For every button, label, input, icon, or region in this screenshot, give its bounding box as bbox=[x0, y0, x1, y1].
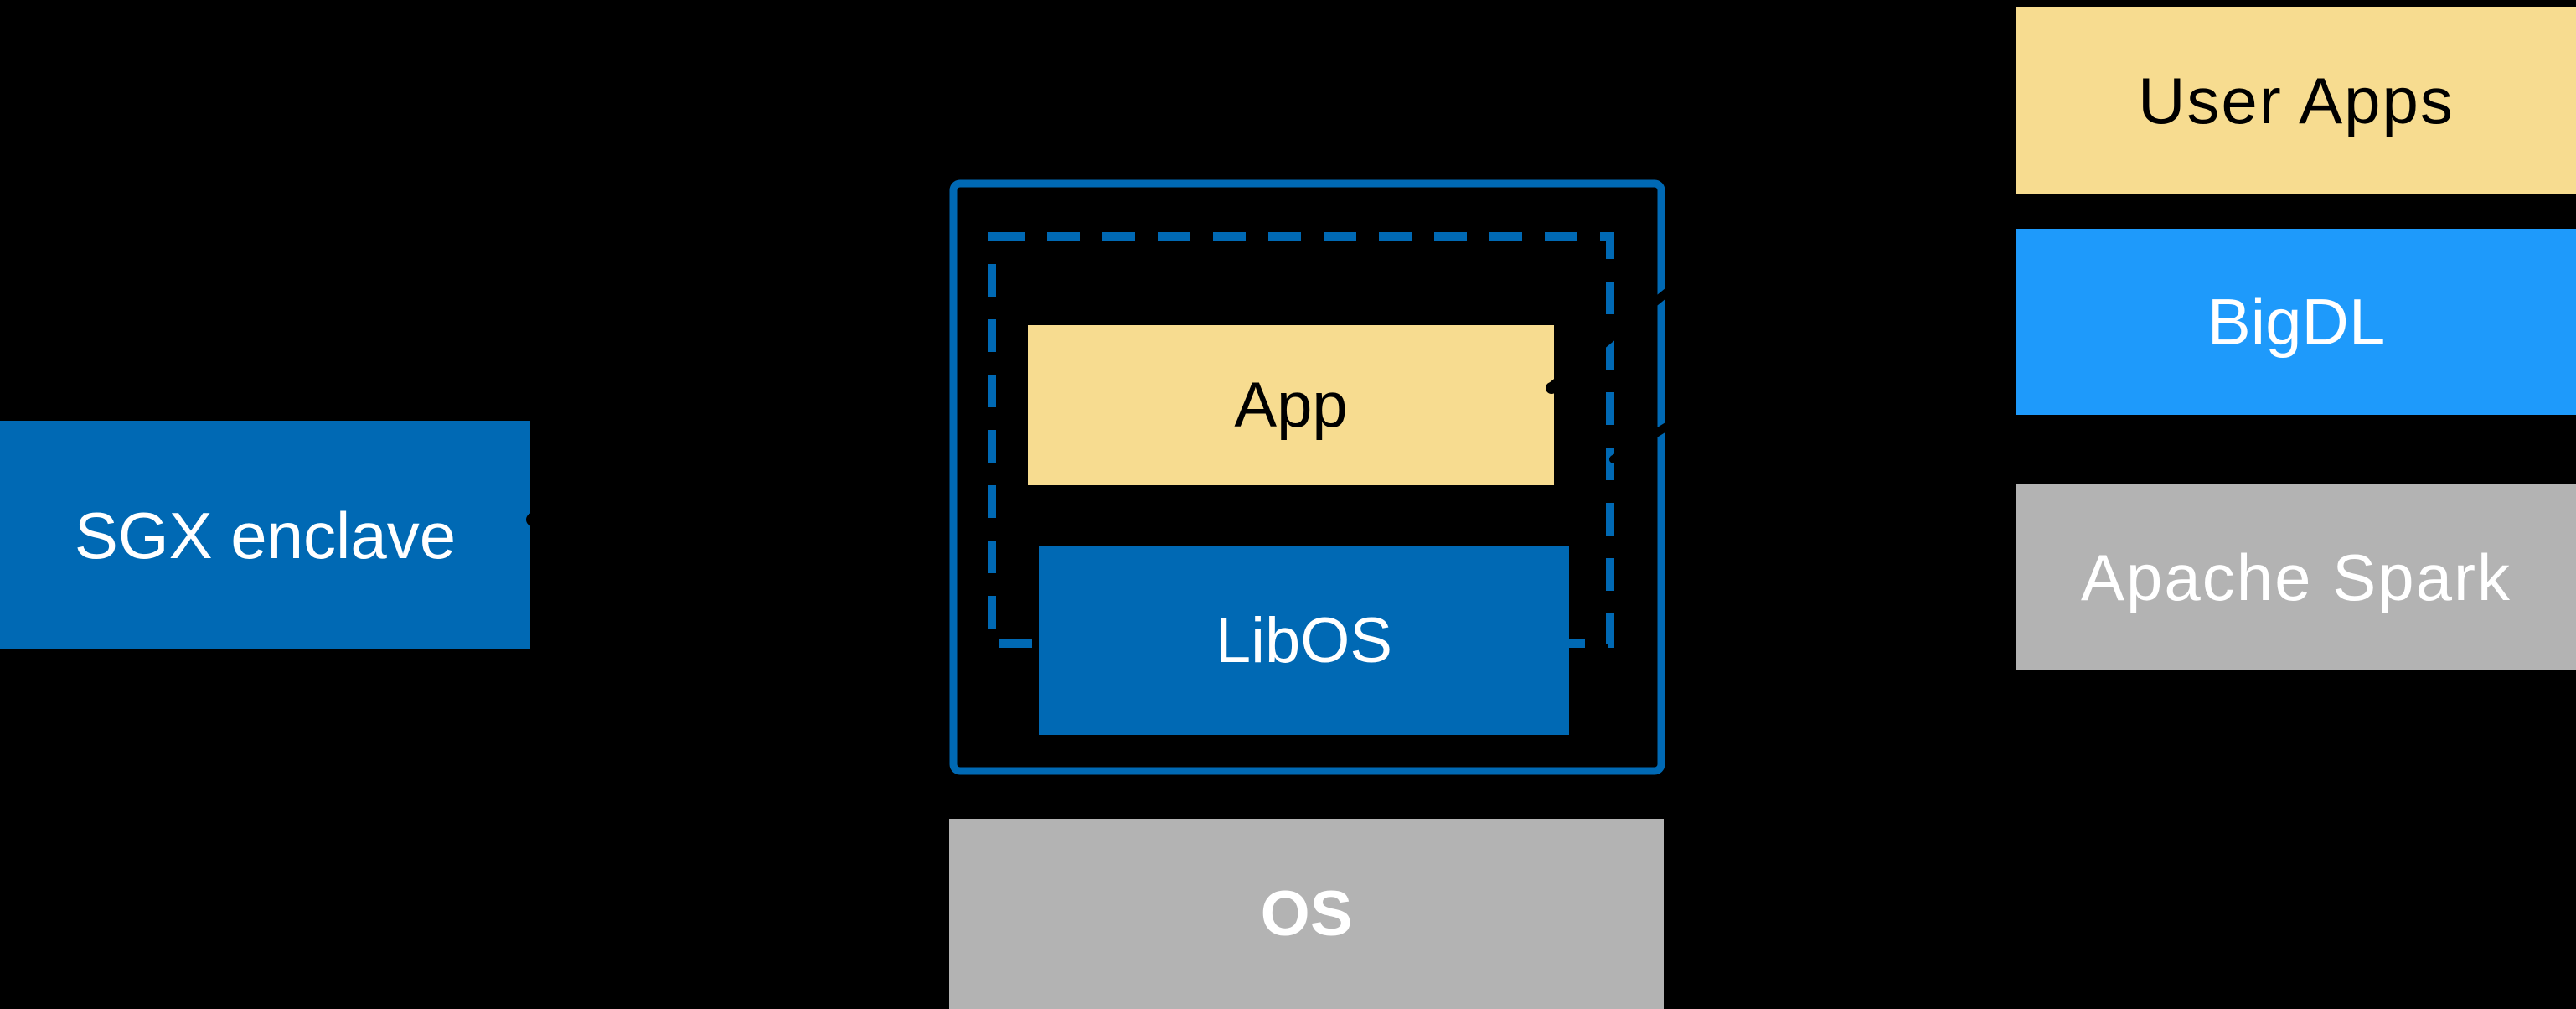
apache-spark-box: Apache Spark bbox=[2016, 484, 2576, 670]
app-box: App bbox=[1028, 325, 1554, 485]
os-label: OS bbox=[1260, 877, 1353, 949]
bigdl-label: BigDL bbox=[2207, 285, 2386, 359]
callout-line-to-enclave bbox=[1609, 396, 1713, 463]
libos-box: LibOS bbox=[1039, 546, 1569, 735]
libos-label: LibOS bbox=[1215, 604, 1393, 676]
os-box: OS bbox=[949, 819, 1664, 1009]
callout-line-to-app bbox=[1547, 254, 1713, 391]
callout-dot-on-sgx-box bbox=[526, 513, 539, 526]
app-label: App bbox=[1234, 369, 1348, 441]
sgx-enclave-label: SGX enclave bbox=[74, 498, 457, 572]
apache-spark-label: Apache Spark bbox=[2081, 540, 2511, 614]
user-apps-label: User Apps bbox=[2138, 63, 2455, 137]
container-border bbox=[949, 179, 1665, 775]
sgx-enclave-box: SGX enclave bbox=[0, 421, 530, 649]
callout-dot-on-app bbox=[1546, 382, 1557, 394]
bigdl-box: BigDL bbox=[2016, 229, 2576, 415]
user-apps-box: User Apps bbox=[2016, 7, 2576, 194]
